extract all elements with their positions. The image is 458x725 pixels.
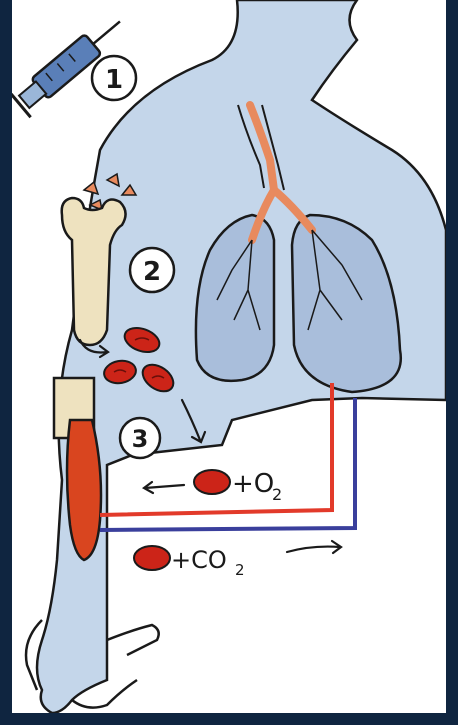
oxygen-label: +O 2: [194, 469, 282, 504]
blood-doping-diagram: 1 2 3 +O 2 +CO 2: [12, 0, 446, 713]
co2-label: +CO 2: [134, 546, 245, 579]
svg-text:+O: +O: [232, 469, 274, 499]
svg-text:2: 2: [235, 561, 245, 579]
svg-text:+CO: +CO: [171, 546, 227, 574]
step-1-marker: 1: [92, 56, 136, 100]
svg-text:2: 2: [272, 485, 282, 504]
step-2-marker: 2: [130, 248, 174, 292]
svg-text:2: 2: [143, 257, 161, 287]
svg-text:3: 3: [132, 425, 149, 453]
step-3-marker: 3: [120, 418, 160, 458]
svg-text:1: 1: [105, 65, 123, 95]
illustration-frame: 1 2 3 +O 2 +CO 2: [12, 0, 446, 713]
